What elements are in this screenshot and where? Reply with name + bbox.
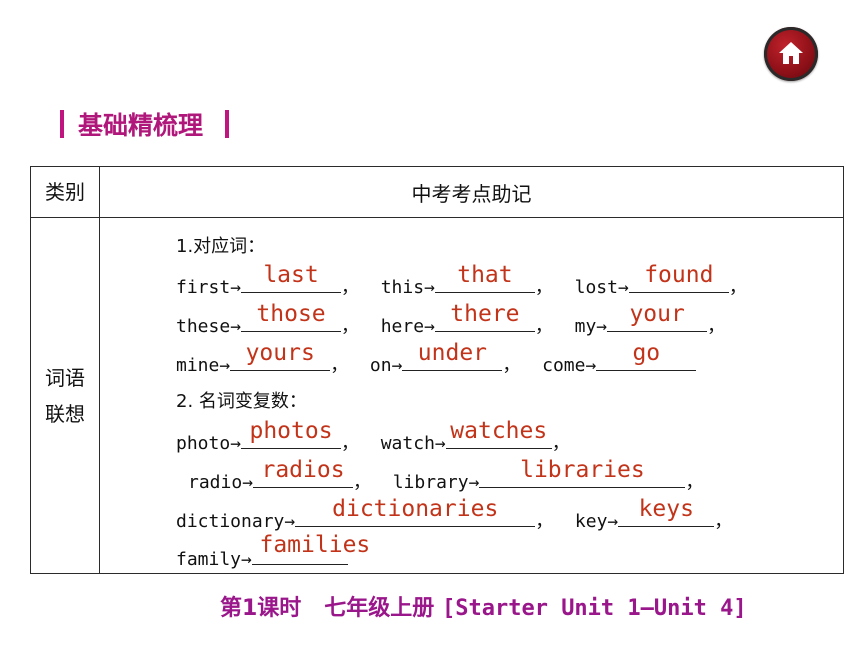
word-watch: watch [380,433,435,454]
home-icon [779,42,803,64]
sep: ， [341,316,360,337]
answer-those: those [256,301,326,327]
table-header-row: 类别 中考考点助记 [30,166,844,218]
blank-watches[interactable]: watches [445,418,552,449]
word-first: first [176,277,231,298]
answer-that: that [457,262,513,288]
sep: ， [341,433,360,454]
sep: ， [353,472,372,493]
footer-lesson: 第1课时 [220,596,302,621]
row-3: mine→yours， on→under， come→go [176,340,697,378]
sep: ， [551,433,570,454]
header-category: 类别 [30,166,100,218]
category-cell: 词语 联想 [30,217,100,574]
sep: ， [714,511,733,532]
blank-those[interactable]: those [241,301,342,332]
answer-under: under [417,340,488,366]
word-mine: mine [176,355,220,376]
answer-last: last [263,262,319,288]
word-lost: lost [574,277,618,298]
answer-there: there [450,301,520,327]
section-title: 基础精梳理 [60,106,230,142]
footer-book: 七年级上册 [324,596,435,621]
row-2: these→those， here→there， my→your， [176,301,726,337]
blank-there[interactable]: there [434,301,535,332]
row-4: photo→photos， watch→watches， [176,418,570,454]
answer-families: families [259,532,371,558]
word-library: library [392,472,469,493]
word-photo: photo [176,433,231,454]
answer-dictionaries: dictionaries [332,496,499,522]
table-row: 词语 联想 1.对应词： first→last， this→that， lost… [30,217,844,574]
blank-go[interactable]: go [596,340,697,371]
word-key: key [574,511,608,532]
row-1: first→last， this→that， lost→found， [176,262,747,298]
row-5: radio→radios， library→libraries， [188,457,704,493]
word-family: family [176,549,242,570]
sep: ， [341,277,360,298]
sep: ， [330,355,349,376]
blank-photos[interactable]: photos [241,418,342,449]
category-line-2: 联想 [45,401,85,426]
blank-libraries[interactable]: libraries [479,457,686,488]
title-bar-right [225,110,230,138]
blank-found[interactable]: found [628,262,729,293]
header-content: 中考考点助记 [99,166,844,218]
answer-watches: watches [450,418,548,444]
part2-heading: 2. 名词变复数： [176,391,307,412]
word-this: this [380,277,425,298]
answer-go: go [632,340,661,366]
sep: ， [685,472,704,493]
word-here: here [380,316,425,337]
title-bar-left [60,110,64,138]
sep: ， [534,316,553,337]
row-7: family→families [176,532,370,572]
answer-libraries: libraries [520,457,645,483]
answer-found: found [644,262,714,288]
content-cell: 1.对应词： first→last， this→that， lost→found… [99,217,844,574]
row-6: dictionary→dictionaries， key→keys， [176,496,733,532]
blank-keys[interactable]: keys [618,496,715,527]
blank-yours[interactable]: yours [230,340,331,371]
answer-photos: photos [249,418,333,444]
part1-heading: 1.对应词： [176,236,266,257]
blank-that[interactable]: that [434,262,535,293]
word-radio: radio [188,472,243,493]
review-table: 类别 中考考点助记 词语 联想 1.对应词： first→last， this→… [30,166,844,574]
answer-radios: radios [261,457,345,483]
footer-units: [Starter Unit 1—Unit 4] [441,596,747,621]
answer-yours: yours [245,340,315,366]
word-these: these [176,316,231,337]
sep: ， [707,316,726,337]
word-on: on [369,355,392,376]
answer-your: your [629,301,685,327]
category-line-1: 词语 [45,365,85,390]
blank-radios[interactable]: radios [253,457,354,488]
word-my: my [574,316,597,337]
home-button[interactable] [764,27,818,81]
blank-last[interactable]: last [241,262,342,293]
sep: ， [535,511,554,532]
word-dictionary: dictionary [176,511,285,532]
blank-under[interactable]: under [402,340,503,371]
section-title-text: 基础精梳理 [78,111,204,140]
answer-keys: keys [638,496,694,522]
blank-your[interactable]: your [607,301,708,332]
blank-families[interactable]: families [251,532,370,565]
blank-dictionaries[interactable]: dictionaries [295,496,536,527]
word-come: come [542,355,586,376]
sep: ， [534,277,553,298]
sep: ， [728,277,747,298]
sep: ， [502,355,521,376]
footer-caption: 第1课时 七年级上册 [Starter Unit 1—Unit 4] [220,590,747,622]
